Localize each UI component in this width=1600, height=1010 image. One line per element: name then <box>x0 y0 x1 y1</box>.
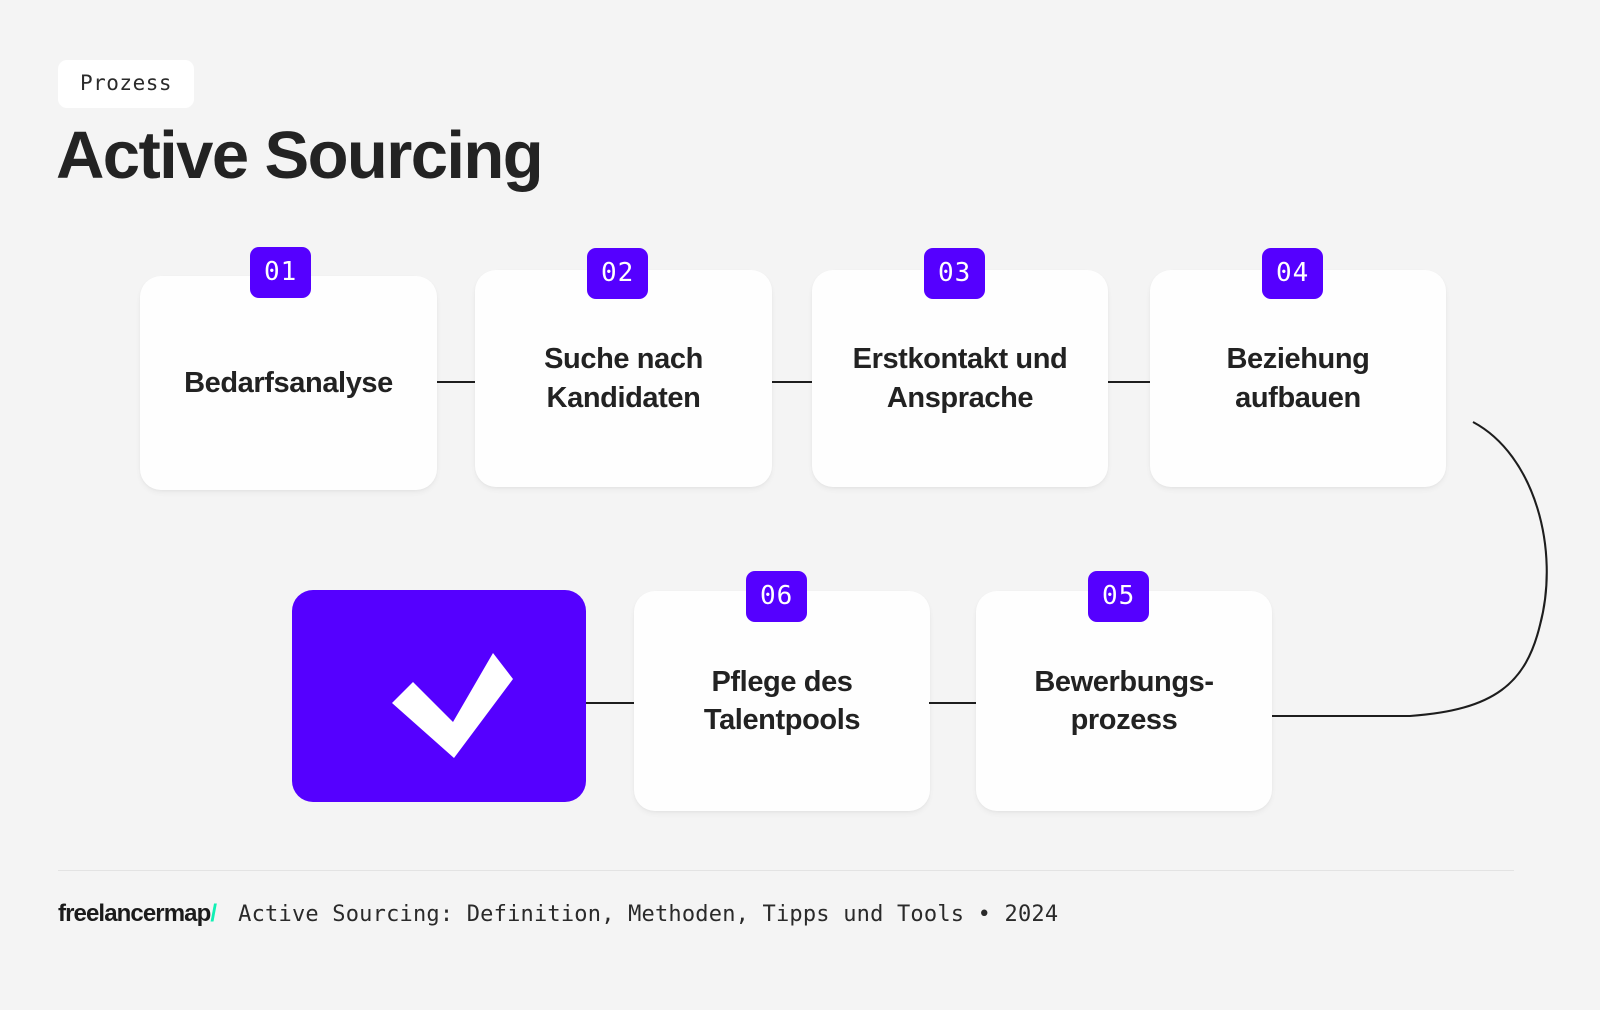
connector-03-04 <box>1108 381 1150 383</box>
step-card-03[interactable]: Erstkontakt und Ansprache <box>812 270 1108 487</box>
step-badge-03: 03 <box>924 248 986 299</box>
step-card-06[interactable]: Pflege des Talentpools <box>634 591 930 811</box>
connector-02-03 <box>772 381 812 383</box>
step-label-05: Bewerbungs- prozess <box>1034 665 1214 736</box>
step-card-04[interactable]: Beziehung aufbauen <box>1150 270 1446 487</box>
page-title: Active Sourcing <box>56 118 544 193</box>
brand-logo: freelancermap/ <box>58 900 217 928</box>
footer: freelancermap/ Active Sourcing: Definiti… <box>58 900 1058 928</box>
step-badge-04: 04 <box>1262 248 1324 299</box>
step-badge-06: 06 <box>746 571 808 622</box>
curved-connector-04-05 <box>1272 421 1548 718</box>
connector-05-06 <box>929 702 976 704</box>
step-card-05[interactable]: Bewerbungs- prozess <box>976 591 1272 811</box>
connector-01-02 <box>437 381 475 383</box>
step-label-03: Erstkontakt und Ansprache <box>852 343 1068 414</box>
step-label-02: Suche nach Kandidaten <box>544 343 703 414</box>
step-label-06: Pflege des Talentpools <box>703 665 861 736</box>
step-label-01: Bedarfsanalyse <box>184 366 393 399</box>
completion-card[interactable] <box>292 590 586 802</box>
step-badge-01: 01 <box>250 247 312 298</box>
brand-slash-icon: / <box>210 900 217 927</box>
eyebrow-badge: Prozess <box>58 60 195 108</box>
brand-name: freelancermap <box>58 900 211 927</box>
checkmark-icon <box>392 653 513 758</box>
step-badge-02: 02 <box>587 248 649 299</box>
step-card-01[interactable]: Bedarfsanalyse <box>140 276 437 490</box>
step-badge-05: 05 <box>1088 571 1150 622</box>
connector-06-done <box>586 702 634 704</box>
footer-divider <box>58 870 1514 871</box>
step-label-04: Beziehung aufbauen <box>1226 343 1370 414</box>
step-card-02[interactable]: Suche nach Kandidaten <box>475 270 772 487</box>
footer-caption: Active Sourcing: Definition, Methoden, T… <box>238 902 1059 927</box>
